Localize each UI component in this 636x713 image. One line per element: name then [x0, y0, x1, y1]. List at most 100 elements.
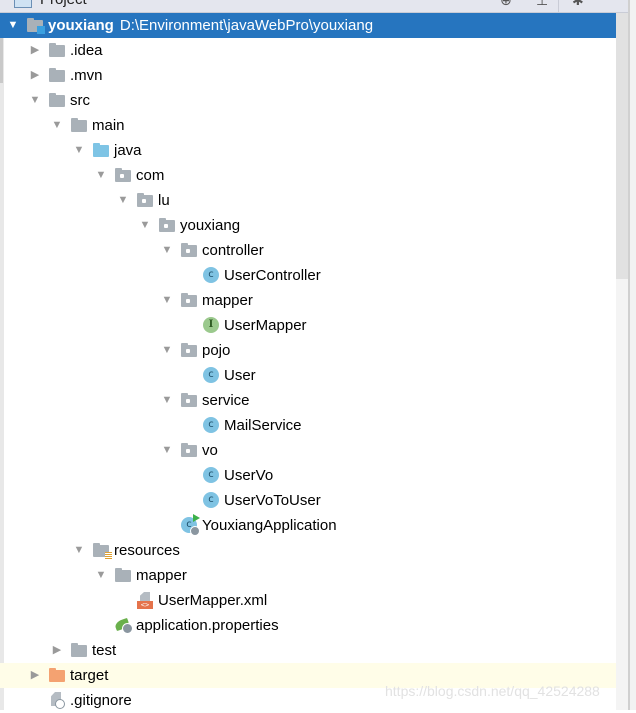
expand-arrow-icon[interactable]: ▼	[95, 569, 107, 581]
tree-node-label: src	[70, 92, 90, 109]
expand-arrow-icon[interactable]: ▼	[161, 244, 173, 256]
folder-icon	[115, 568, 131, 582]
excluded-folder-icon	[49, 668, 65, 682]
interface-icon: I	[203, 317, 219, 333]
tree-node-youxiang[interactable]: ▼ youxiang	[0, 213, 616, 238]
tree-node-label: test	[92, 642, 117, 659]
collapse-icon[interactable]: ⊥	[536, 0, 549, 8]
expand-arrow-icon[interactable]: ▼	[7, 19, 19, 31]
tree-node-src[interactable]: ▼ src	[0, 88, 616, 113]
tree-node-label: service	[202, 392, 250, 409]
folder-icon	[71, 643, 87, 657]
left-gutter	[0, 13, 4, 710]
project-tool-window-header: Project ⊕ ⊥ ✱	[0, 0, 636, 13]
tree-node-usermapper[interactable]: I UserMapper	[0, 313, 616, 338]
tree-node-lu[interactable]: ▼lu	[0, 188, 616, 213]
tree-node-label: MailService	[224, 417, 302, 434]
window-border	[628, 0, 630, 710]
tree-node-label: .mvn	[70, 67, 103, 84]
tree-node-label: youxiang	[180, 217, 241, 234]
expand-arrow-icon[interactable]: ▼	[161, 444, 173, 456]
tree-node-label: UserMapper	[224, 317, 307, 334]
expand-arrow-icon[interactable]: ▼	[139, 219, 151, 231]
tree-node-label: UserVo	[224, 467, 274, 484]
package-icon	[181, 393, 197, 407]
tree-node-label: UserController	[224, 267, 321, 284]
tree-node-mailservice[interactable]: c MailService	[0, 413, 616, 438]
class-icon: c	[203, 492, 219, 508]
expand-arrow-icon[interactable]: ▼	[117, 194, 129, 206]
spring-application-class-icon: c	[181, 514, 200, 536]
folder-icon	[71, 118, 87, 132]
class-icon: c	[203, 367, 219, 383]
tree-node-label: target	[70, 667, 109, 684]
gear-icon[interactable]: ✱	[572, 0, 584, 8]
tree-node-test[interactable]: ▶ test	[0, 638, 616, 663]
tree-node-label: mapper	[202, 292, 253, 309]
vertical-scrollbar-thumb[interactable]	[616, 13, 628, 279]
expand-arrow-icon[interactable]: ▼	[161, 344, 173, 356]
tree-node-label: java	[114, 142, 142, 159]
package-icon	[181, 293, 197, 307]
tree-node-com[interactable]: ▼ com	[0, 163, 616, 188]
collapse-arrow-icon[interactable]: ▶	[30, 44, 40, 56]
expand-arrow-icon[interactable]: ▼	[29, 94, 41, 106]
class-icon: c	[203, 417, 219, 433]
tree-node-controller[interactable]: ▼ controller	[0, 238, 616, 263]
expand-arrow-icon[interactable]: ▼	[73, 544, 85, 556]
tree-node-gitignore[interactable]: .gitignore	[0, 688, 616, 713]
tree-node-label: resources	[114, 542, 180, 559]
package-icon	[181, 343, 197, 357]
source-folder-icon	[93, 143, 109, 157]
tree-node-mapper[interactable]: ▼mapper	[0, 563, 616, 588]
tree-node-label: UserMapper.xml	[158, 592, 268, 609]
tree-node-label: controller	[202, 242, 264, 259]
xml-file-icon: <>	[137, 592, 153, 609]
package-icon	[181, 243, 197, 257]
tree-node-application-properties[interactable]: application.properties	[0, 613, 616, 638]
left-gutter-thumb	[0, 13, 3, 83]
expand-arrow-icon[interactable]: ▼	[51, 119, 63, 131]
expand-arrow-icon[interactable]: ▼	[73, 144, 85, 156]
tree-node-target[interactable]: ▶ target	[0, 663, 616, 688]
collapse-arrow-icon[interactable]: ▶	[30, 669, 40, 681]
project-name: youxiang	[48, 17, 114, 34]
tree-node-label: com	[136, 167, 165, 184]
tree-node-pojo[interactable]: ▼ pojo	[0, 338, 616, 363]
module-folder-icon	[27, 18, 45, 34]
window-edge	[630, 0, 636, 710]
tree-node-idea[interactable]: ▶.idea	[0, 38, 616, 63]
collapse-arrow-icon[interactable]: ▶	[30, 69, 40, 81]
tree-node-usermapper-xml[interactable]: <> UserMapper.xml	[0, 588, 616, 613]
tool-window-title[interactable]: Project	[40, 0, 87, 8]
tree-node-label: main	[92, 117, 125, 134]
expand-arrow-icon[interactable]: ▼	[95, 169, 107, 181]
tree-node-mvn[interactable]: ▶ .mvn	[0, 63, 616, 88]
folder-icon	[49, 68, 65, 82]
package-icon	[181, 443, 197, 457]
tree-node-vo[interactable]: ▼vo	[0, 438, 616, 463]
tree-node-resources[interactable]: ▼ resources	[0, 538, 616, 563]
expand-arrow-icon[interactable]: ▼	[161, 294, 173, 306]
expand-arrow-icon[interactable]: ▼	[161, 394, 173, 406]
tree-node-service[interactable]: ▼ service	[0, 388, 616, 413]
tree-node-main[interactable]: ▼ main	[0, 113, 616, 138]
tree-node-label: application.properties	[136, 617, 279, 634]
tree-node-label: pojo	[202, 342, 231, 359]
globe-icon[interactable]: ⊕	[500, 0, 512, 8]
tree-node-java[interactable]: ▼ java	[0, 138, 616, 163]
tree-node-uservo[interactable]: c UserVo	[0, 463, 616, 488]
package-icon	[137, 193, 153, 207]
folder-icon	[49, 43, 65, 57]
class-icon: c	[203, 467, 219, 483]
tree-node-mapper[interactable]: ▼ mapper	[0, 288, 616, 313]
spring-properties-icon	[113, 617, 133, 634]
collapse-arrow-icon[interactable]: ▶	[52, 644, 62, 656]
